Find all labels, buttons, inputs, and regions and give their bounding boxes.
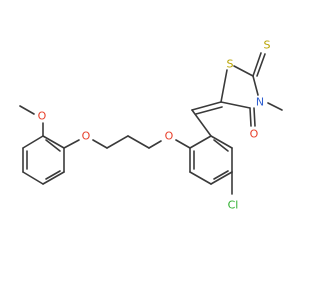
bond-oether-right-ring (175, 139, 191, 149)
rhodanine-ring (220, 65, 259, 109)
methoxyphenyl-ring (22, 135, 65, 185)
bond-n-methyl (267, 102, 283, 111)
bond-thione (252, 52, 262, 77)
chlorophenyl-ring (189, 135, 233, 185)
atom-o-carbonyl: O (250, 128, 259, 141)
bond-carbonyl-second (253, 107, 256, 127)
atom-cl: Cl (228, 199, 239, 212)
atom-o-methoxy: O (38, 110, 47, 123)
methylidene-bridge (191, 101, 223, 137)
atom-s-ring: S (227, 58, 234, 71)
bond-thione-second (256, 53, 266, 77)
propyl-linker (92, 135, 162, 149)
atom-s-thione: S (264, 39, 271, 52)
bond-ring-oether-left (63, 139, 80, 149)
molecule-canvas: O O O Cl S (19, 39, 283, 212)
bond-omethoxy-ch3 (19, 105, 35, 115)
bond-carbonyl (249, 107, 252, 127)
molecule-structure: O O O Cl S (19, 39, 283, 212)
atom-o-ether-left: O (82, 130, 91, 143)
atom-o-ether-right: O (165, 130, 174, 143)
atom-n-ring: N (256, 96, 264, 109)
